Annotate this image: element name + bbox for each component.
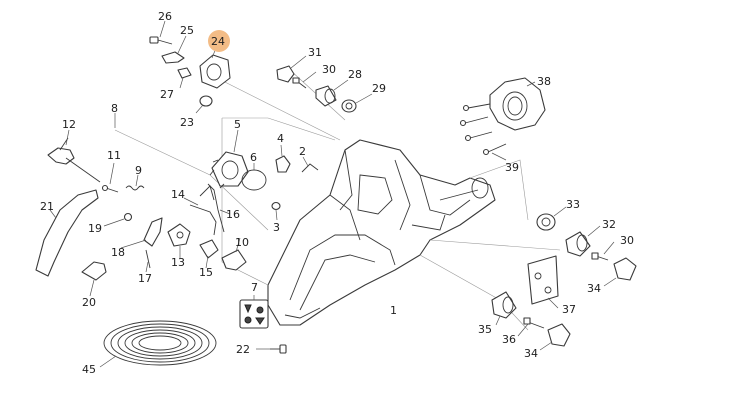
callout-37: 37 <box>562 303 576 316</box>
callout-34-bottom: 34 <box>524 347 538 360</box>
part-6-oring <box>241 163 267 191</box>
callout-36: 36 <box>502 333 516 346</box>
callout-7: 7 <box>251 281 258 294</box>
part-39-screws <box>459 103 507 161</box>
callout-labels: 26 25 24 27 23 31 30 28 29 38 39 8 12 11… <box>40 10 634 376</box>
part-33-washer <box>536 206 567 231</box>
part-29-washer <box>341 93 373 113</box>
callout-30-right: 30 <box>620 234 634 247</box>
callout-4: 4 <box>277 132 284 145</box>
callout-24-highlight <box>208 30 230 52</box>
callout-3: 3 <box>273 221 280 234</box>
callout-38: 38 <box>537 75 551 88</box>
callout-45: 45 <box>82 363 96 376</box>
part-37-bracket <box>527 255 559 309</box>
part-36-screw <box>517 317 545 337</box>
callout-28: 28 <box>348 68 362 81</box>
part-5-oil-pump <box>209 129 249 189</box>
part-30-screw-right <box>591 241 615 261</box>
part-17-shaft <box>145 249 151 273</box>
callout-16: 16 <box>226 208 240 221</box>
callout-17: 17 <box>138 272 152 285</box>
part-31-cap <box>276 55 307 83</box>
callout-1: 1 <box>390 304 397 317</box>
callout-11: 11 <box>107 149 121 162</box>
part-28-bushing <box>315 79 349 107</box>
part-34-cap-bottom <box>539 323 571 351</box>
part-9-spring <box>125 174 145 191</box>
callout-15: 15 <box>199 266 213 279</box>
callout-22: 22 <box>236 343 250 356</box>
callout-33: 33 <box>566 198 580 211</box>
part-38-intake-manifold <box>489 77 546 131</box>
part-14-rod <box>183 185 217 236</box>
callout-39: 39 <box>505 161 519 174</box>
part-27-nut <box>177 67 192 89</box>
callout-10: 10 <box>235 236 249 249</box>
part-12-throttle-linkage <box>47 129 101 183</box>
callout-30-top: 30 <box>322 63 336 76</box>
callout-25: 25 <box>180 24 194 37</box>
part-10-plate <box>221 237 247 271</box>
callout-34-right: 34 <box>587 282 601 295</box>
part-25-bracket <box>161 35 187 64</box>
callout-8: 8 <box>111 102 118 115</box>
part-23-plug <box>195 95 213 114</box>
part-35-bushing <box>491 291 517 326</box>
part-34-cap-right <box>603 257 637 287</box>
callout-9: 9 <box>135 164 142 177</box>
part-22-screw <box>256 344 287 354</box>
callout-26: 26 <box>158 10 172 23</box>
callout-12: 12 <box>62 118 76 131</box>
part-13-lever <box>167 223 191 259</box>
part-32-bushing <box>565 225 601 257</box>
crankcase-housing <box>267 139 496 326</box>
part-26-screw <box>149 20 173 45</box>
part-30-screw-top <box>292 71 317 89</box>
part-20-latch <box>81 261 107 297</box>
callout-14: 14 <box>171 188 185 201</box>
part-18-lever <box>120 217 163 249</box>
callout-21: 21 <box>40 200 54 213</box>
callout-20: 20 <box>82 296 96 309</box>
callout-32: 32 <box>602 218 616 231</box>
part-15-clip <box>199 239 219 269</box>
callout-29: 29 <box>372 82 386 95</box>
callout-5: 5 <box>234 118 241 131</box>
callout-24: 24 <box>211 35 225 48</box>
part-16-spring <box>207 183 231 233</box>
part-3-washer <box>271 201 281 221</box>
part-2-clip <box>301 156 319 173</box>
part-4-fitting <box>275 144 291 173</box>
callout-2: 2 <box>299 145 306 158</box>
callout-6: 6 <box>250 151 257 164</box>
part-45-recoil-spring <box>99 320 217 368</box>
callout-19: 19 <box>88 222 102 235</box>
callout-13: 13 <box>171 256 185 269</box>
part-11-pin <box>101 162 119 193</box>
callout-27: 27 <box>160 88 174 101</box>
part-21-throttle-trigger <box>35 189 99 277</box>
part-19-screw <box>103 212 133 227</box>
part-7-decal <box>239 295 269 329</box>
callout-35: 35 <box>478 323 492 336</box>
callout-18: 18 <box>111 246 125 259</box>
callout-23: 23 <box>180 116 194 129</box>
callout-31: 31 <box>308 46 322 59</box>
part-24-damper <box>199 47 231 89</box>
